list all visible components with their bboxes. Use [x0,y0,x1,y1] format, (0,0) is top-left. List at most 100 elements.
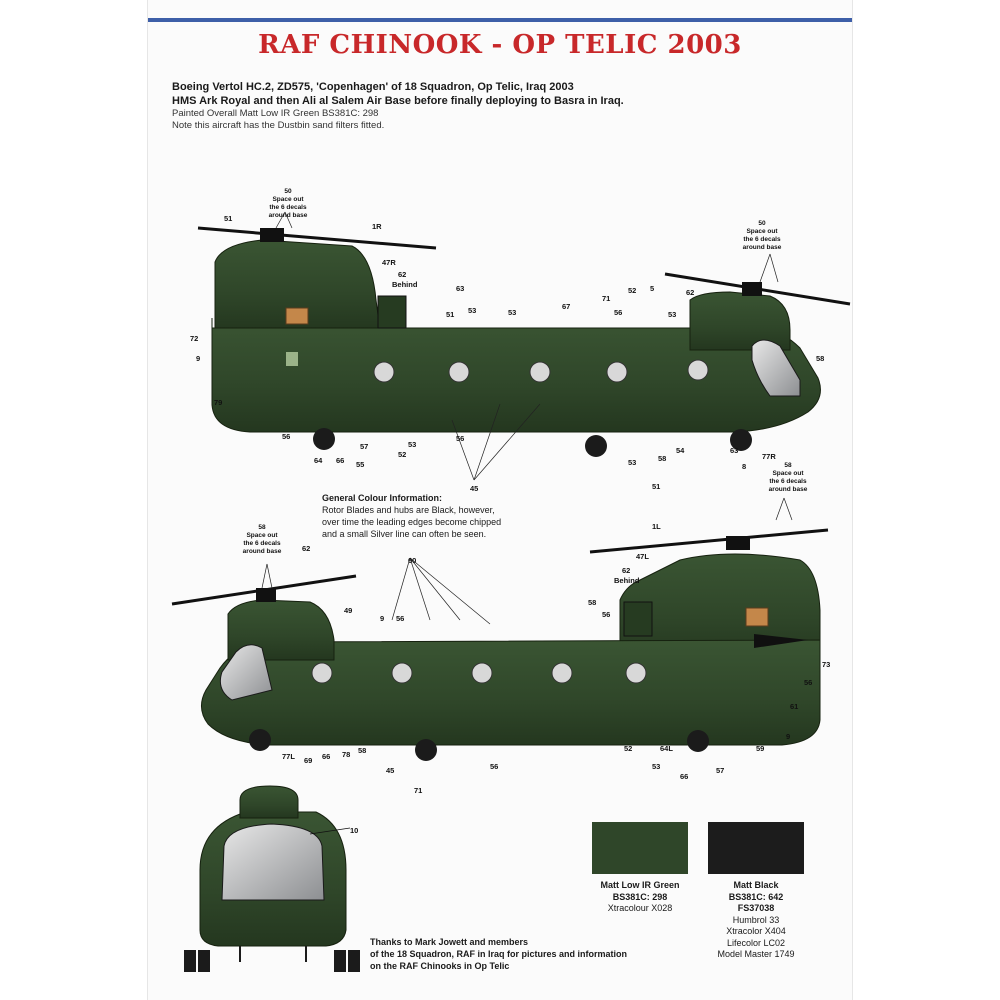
window [529,361,551,383]
callout: 63 [456,284,465,293]
callout: 52 [398,450,407,459]
note-line: around base [768,486,808,493]
callout: 64L [660,744,673,753]
wheel [348,950,360,972]
note-space-out-top-rear: 50 Space out the 6 decals around base [258,188,318,220]
callout: 56 [456,434,465,443]
callout: 64 [314,456,323,465]
callout: 45 [386,766,395,775]
callout: 51 [446,310,455,319]
wheel [585,435,607,457]
note-space-out-bottom-front: 58 Space out the 6 decals around base [232,524,292,556]
page-title: RAF CHINOOK - OP TELIC 2003 [258,30,742,60]
callout: 56 [614,308,623,317]
gci-heading: General Colour Information: [322,493,443,503]
fin-flash-right [286,352,298,366]
acknowledgement: Thanks to Mark Jowett and members of the… [370,936,700,972]
callout: 53 [628,458,637,467]
callout: 8 [742,462,747,471]
front-view [184,785,360,972]
rear-rotor-blade [589,528,829,554]
label-line: Model Master 1749 [717,949,795,959]
callout: 53 [652,762,661,771]
intro-block: Boeing Vertol HC.2, ZD575, 'Copenhagen' … [172,80,732,132]
front-pylon-right [689,291,791,351]
callout: 58 [816,354,825,363]
window [471,662,493,684]
callout: 53 [468,306,477,315]
note-space-out-top-front: 50 Space out the 6 decals around base [732,220,792,252]
note-line: Space out [746,228,778,235]
front-view-glazing [221,823,325,901]
callout: 52 [624,744,633,753]
callout: 9 [196,354,201,363]
callout: 71 [414,786,423,795]
window [391,662,413,684]
window [448,361,470,383]
callout: 77R [762,452,776,461]
callout: 59 [756,744,765,753]
callout: 56 [804,678,813,687]
callout: Behind [392,280,418,289]
callout: 54 [676,446,685,455]
leader-lines [261,211,793,625]
gci-line: over time the leading edges become chipp… [322,517,502,527]
callout: 58 [358,746,367,755]
wheel [249,729,271,751]
gci-line: Rotor Blades and hubs are Black, however… [322,505,495,515]
wheel [687,730,709,752]
label-line: BS381C: 642 [728,891,784,902]
callout: 66 [322,752,331,761]
callout: 67 [562,302,571,311]
callout: 69 [304,756,313,765]
label-line: Humbrol 33 [732,914,780,925]
callout: 51 [224,214,233,223]
window [373,361,395,383]
callout: 66 [680,772,689,781]
callout-number: 58 [258,524,266,531]
note-line: the 6 decals [269,204,307,211]
callout: 73 [822,660,831,669]
window [551,662,573,684]
callout: 62 [686,288,695,297]
window [625,662,647,684]
note-line: around base [242,548,282,555]
window [311,662,333,684]
callout: 56 [282,432,291,441]
callout: 47R [382,258,396,267]
front-view-pylon [239,785,299,819]
callout: 60 [408,556,417,565]
exhaust-right [285,307,309,325]
swatch-black-label: Matt Black BS381C: 642 FS37038 Humbrol 3… [690,880,822,961]
callout: 55 [356,460,365,469]
callout: 79 [214,398,223,407]
window [606,361,628,383]
callout-number: 58 [784,462,792,469]
rear-rotor-blade [197,226,437,250]
intro-line-3: Painted Overall Matt Low IR Green BS381C… [172,108,379,119]
wheel [313,428,335,450]
callout: 49 [344,606,353,615]
callout: 9 [786,732,791,741]
cockpit-glazing-left [219,644,273,701]
thanks-line: of the 18 Squadron, RAF in Iraq for pict… [370,949,628,959]
sand-filter-right [377,295,407,329]
rear-pylon-left [619,553,821,661]
cockpit-glazing-right [751,339,801,397]
side-profile-right [197,226,851,457]
note-line: Space out [246,532,278,539]
callout: 1L [652,522,661,531]
intro-line-1: Boeing Vertol HC.2, ZD575, 'Copenhagen' … [172,81,574,93]
callout-number: 50 [758,220,766,227]
rear-rotor-hub [260,228,284,242]
rear-pylon-right [214,239,381,331]
note-line: Space out [272,196,304,203]
intro-line-2: HMS Ark Royal and then Ali al Salem Air … [172,95,624,107]
callout: 72 [190,334,199,343]
intro-line-4: Note this aircraft has the Dustbin sand … [172,120,385,131]
callout: 1R [372,222,382,231]
thanks-line: Thanks to Mark Jowett and members [370,937,529,947]
callout: 56 [602,610,611,619]
callout: 9 [380,614,385,623]
